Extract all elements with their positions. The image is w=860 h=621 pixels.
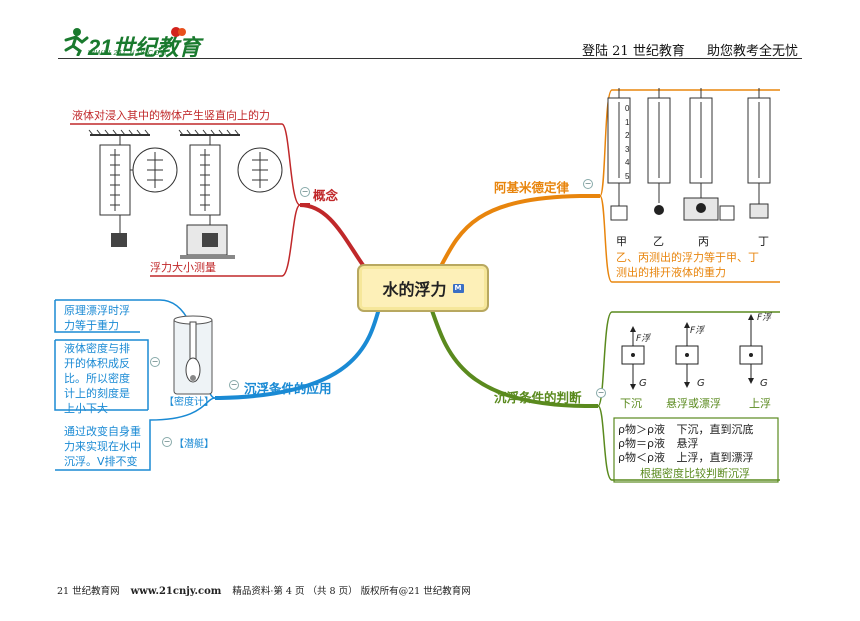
concept-connector (299, 203, 367, 270)
map-badge-icon: M (452, 283, 464, 293)
page-footer: 21 世纪教育网 www.21cnjy.com 精品资料·第 4 页 （共 8 … (57, 583, 471, 597)
state-sink: 下沉 (620, 397, 642, 410)
footer-info: 精品资料·第 4 页 （共 8 页） 版权所有@21 世纪教育网 (232, 586, 471, 597)
header-divider (58, 58, 802, 59)
force-up-label-sink: F浮 (636, 334, 651, 344)
state-rise: 上浮 (749, 397, 771, 410)
tag-submarine: 【潜艇】 (174, 439, 214, 450)
judgment-connector (428, 304, 598, 408)
application-item1: 原理漂浮时浮 力等于重力 (64, 304, 130, 332)
label-ding: 丁 (758, 235, 769, 248)
scale-jia (607, 88, 631, 221)
label-yi: 乙 (653, 235, 664, 248)
hydrometer-image (173, 315, 213, 395)
logo-text: 21世纪教育 (88, 35, 201, 60)
collapse-toggle-icon[interactable]: − (583, 179, 593, 189)
state-suspend: 悬浮或漂浮 (666, 397, 721, 410)
rise-diagram (739, 314, 763, 384)
judgment-branch-label[interactable]: 沉浮条件的判断 (494, 390, 582, 405)
scale-yi (647, 88, 671, 215)
archimedes-note-line2: 测出的排开液体的重力 (616, 266, 726, 279)
footer-url[interactable]: www.21cnjy.com (130, 586, 222, 597)
archimedes-note-line1: 乙、丙测出的浮力等于甲、丁 (616, 251, 759, 264)
apple-icon (171, 27, 186, 37)
center-topic[interactable]: 水的浮力 M (357, 264, 489, 312)
collapse-toggle-icon[interactable]: − (300, 187, 310, 197)
label-bing: 丙 (698, 235, 709, 248)
force-down-label-rise: G (760, 378, 768, 389)
tag-hydrometer: 【密度计】 (164, 397, 214, 408)
force-up-label-suspend: F浮 (690, 326, 705, 336)
slogan-left: 登陆 21 世纪教育 (582, 44, 685, 59)
rule-rise: ρ物＜ρ液 上浮，直到漂浮 (618, 451, 754, 464)
force-down-label-suspend: G (697, 378, 705, 389)
float-sink-diagrams-image (621, 314, 763, 390)
collapse-toggle-icon[interactable]: − (162, 437, 172, 447)
collapse-toggle-icon[interactable]: − (229, 380, 239, 390)
judgment-caption: 根据密度比较判断沉浮 (640, 467, 750, 480)
force-down-label-sink: G (639, 378, 647, 389)
runner-icon (64, 28, 89, 56)
application-branch-label[interactable]: 沉浮条件的应用 (244, 381, 332, 396)
footer-site: 21 世纪教育网 (57, 586, 120, 597)
scale-ding (747, 88, 771, 219)
concept-caption: 浮力大小测量 (150, 261, 216, 274)
spring-scale-experiment-image (88, 129, 283, 259)
sink-diagram (621, 326, 645, 390)
force-up-label-rise: F浮 (757, 313, 772, 323)
label-jia: 甲 (616, 235, 627, 248)
rule-suspend: ρ物＝ρ液 悬浮 (618, 437, 699, 450)
suspend-diagram (675, 322, 699, 388)
center-topic-label: 水的浮力 (382, 280, 447, 299)
archimedes-connector (438, 194, 600, 269)
concept-branch-label[interactable]: 概念 (313, 188, 339, 203)
application-item3: 通过改变自身重 力来实现在水中 沉浮。V排不变 (64, 425, 141, 468)
slogan-right: 助您教考全无忧 (706, 44, 798, 59)
archimedes-experiment-image (607, 88, 771, 221)
header-slogan: 登陆 21 世纪教育 助您教考全无忧 (564, 40, 798, 59)
application-connector (215, 304, 382, 400)
collapse-toggle-icon[interactable]: − (596, 388, 606, 398)
concept-definition: 液体对浸入其中的物体产生竖直向上的力 (72, 109, 270, 122)
application-item2: 液体密度与排 开的体积成反 比。所以密度 计上的刻度是 上小下大 (64, 342, 130, 415)
scale-marks: 0 1 2 3 4 5 (625, 104, 630, 181)
logo-url: WWW.21CNJY.COM (88, 50, 168, 57)
scale-bing (683, 88, 735, 221)
collapse-toggle-icon[interactable]: − (150, 357, 160, 367)
rule-sink: ρ物＞ρ液 下沉，直到沉底 (618, 423, 754, 436)
archimedes-branch-label[interactable]: 阿基米德定律 (494, 180, 570, 195)
